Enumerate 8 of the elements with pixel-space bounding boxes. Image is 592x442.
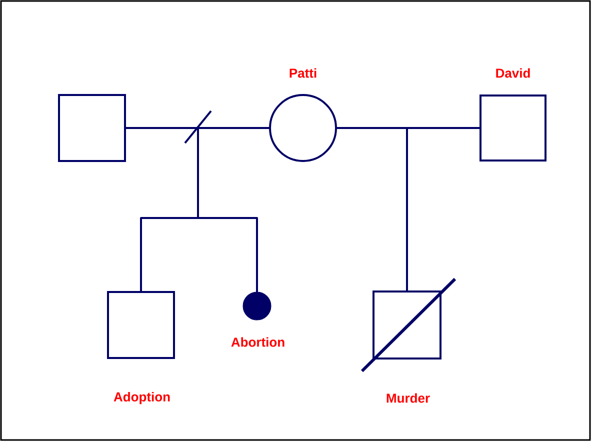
name-label: Abortion [231,337,284,347]
name-label: Adoption [114,392,170,404]
family-line [125,127,270,293]
person-square [58,94,126,162]
name-label: Patti [290,68,316,78]
name-label: David [496,68,530,78]
name-label: Murder [386,393,430,403]
family-line [336,127,480,292]
